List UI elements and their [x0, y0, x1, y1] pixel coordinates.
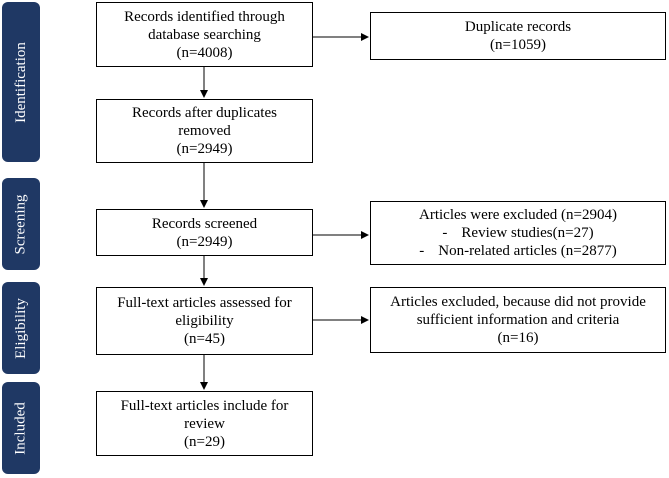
- box-text: Duplicate records: [464, 19, 572, 35]
- box-text: database searching: [148, 26, 261, 43]
- box-text: Records screened: [151, 215, 258, 232]
- fulltext-assessed-box: Full-text articles assessed for eligibil…: [96, 287, 313, 355]
- box-text: review: [184, 415, 225, 432]
- records-identified-box: Records identified through database sear…: [96, 2, 313, 67]
- box-count: (n=16): [497, 330, 539, 346]
- exclusion-reason-item: - Review studies(n=27): [442, 224, 593, 242]
- list-dash: -: [442, 225, 448, 241]
- box-text: sufficient information and criteria: [416, 312, 620, 328]
- phase-eligibility: Eligibility: [2, 282, 40, 374]
- box-text: Articles were excluded (n=2904): [419, 207, 617, 223]
- included-review-box: Full-text articles include for review (n…: [96, 391, 313, 456]
- phase-included: Included: [2, 382, 40, 474]
- phase-screening: Screening: [2, 178, 40, 270]
- list-dash: -: [419, 243, 425, 259]
- fulltext-excluded-box: Articles excluded, because did not provi…: [370, 287, 666, 353]
- articles-excluded-box: Articles were excluded (n=2904) - Review…: [370, 201, 666, 265]
- box-text: eligibility: [175, 313, 234, 329]
- box-text: Full-text articles include for: [120, 397, 289, 414]
- box-count: (n=29): [184, 433, 225, 450]
- box-count: (n=1059): [490, 37, 546, 53]
- list-text: Non-related articles (n=2877): [438, 243, 617, 259]
- records-after-duplicates-box: Records after duplicates removed (n=2949…: [96, 99, 313, 163]
- duplicate-records-box: Duplicate records (n=1059): [370, 12, 666, 60]
- box-text: Records identified through: [124, 8, 285, 25]
- box-count: (n=2949): [176, 141, 233, 157]
- list-text: Review studies(n=27): [461, 225, 594, 241]
- box-text: removed: [178, 123, 231, 139]
- box-text: Full-text articles assessed for: [117, 295, 292, 311]
- records-screened-box: Records screened (n=2949): [96, 209, 313, 256]
- box-count: (n=45): [184, 331, 225, 347]
- box-count: (n=4008): [176, 44, 233, 61]
- box-text: Articles excluded, because did not provi…: [390, 294, 646, 310]
- exclusion-reason-item: - Non-related articles (n=2877): [419, 242, 616, 260]
- box-count: (n=2949): [176, 233, 233, 250]
- phase-identification: Identification: [2, 2, 40, 162]
- box-text: Records after duplicates: [132, 105, 277, 121]
